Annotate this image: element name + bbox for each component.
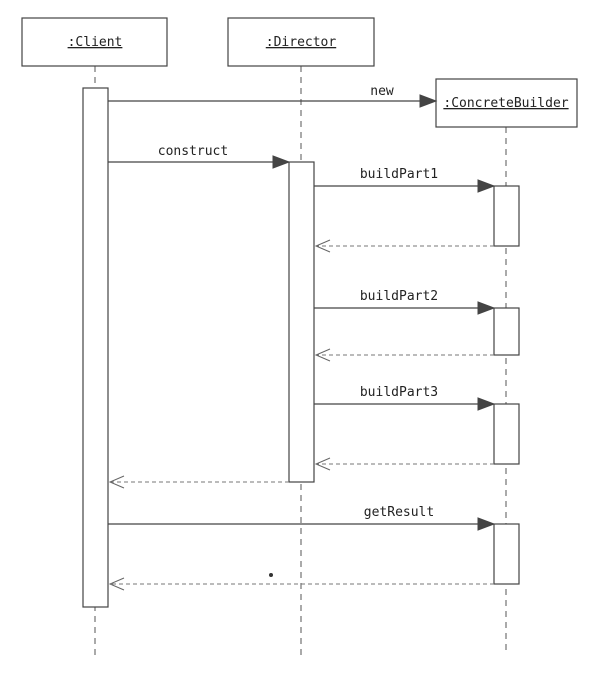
participant-client-label: :Client <box>68 35 123 50</box>
message-getresult-arrowhead <box>477 517 496 531</box>
return-construct <box>108 475 289 489</box>
builder-activation-2 <box>493 307 520 356</box>
message-getresult: getResult <box>108 505 496 531</box>
message-new: new <box>108 84 438 108</box>
message-buildpart3-label: buildPart3 <box>360 385 438 400</box>
message-construct-arrowhead <box>272 155 291 169</box>
participant-client: :Client <box>21 17 168 67</box>
message-buildpart1-label: buildPart1 <box>360 167 438 182</box>
message-buildpart2: buildPart2 <box>314 289 496 315</box>
participant-concrete-builder: :ConcreteBuilder <box>435 78 578 128</box>
builder-activation-1 <box>493 185 520 247</box>
message-buildpart3-arrowhead <box>477 397 496 411</box>
message-buildpart2-arrowhead <box>477 301 496 315</box>
participant-builder-label: :ConcreteBuilder <box>443 96 568 111</box>
message-buildpart3: buildPart3 <box>314 385 496 411</box>
client-activation <box>82 87 109 608</box>
return-buildpart3 <box>314 457 494 471</box>
return-buildpart3-arrowhead <box>314 457 331 471</box>
participant-director: :Director <box>227 17 375 67</box>
message-buildpart2-label: buildPart2 <box>360 289 438 304</box>
message-new-label: new <box>370 84 394 99</box>
message-getresult-label: getResult <box>364 505 434 520</box>
return-getresult-arrowhead <box>108 577 125 591</box>
message-buildpart1-arrowhead <box>477 179 496 193</box>
message-new-arrowhead <box>419 94 438 108</box>
participant-director-label: :Director <box>266 35 337 50</box>
builder-activation-4 <box>493 523 520 585</box>
return-getresult <box>108 577 494 591</box>
return-buildpart2-arrowhead <box>314 348 331 362</box>
message-construct: construct <box>108 144 291 169</box>
return-buildpart2 <box>314 348 494 362</box>
builder-activation-3 <box>493 403 520 465</box>
stray-dot <box>269 573 273 577</box>
return-buildpart1 <box>314 239 494 253</box>
return-construct-arrowhead <box>108 475 125 489</box>
message-buildpart1: buildPart1 <box>314 167 496 193</box>
return-buildpart1-arrowhead <box>314 239 331 253</box>
message-construct-label: construct <box>158 144 228 159</box>
director-activation <box>288 161 315 483</box>
